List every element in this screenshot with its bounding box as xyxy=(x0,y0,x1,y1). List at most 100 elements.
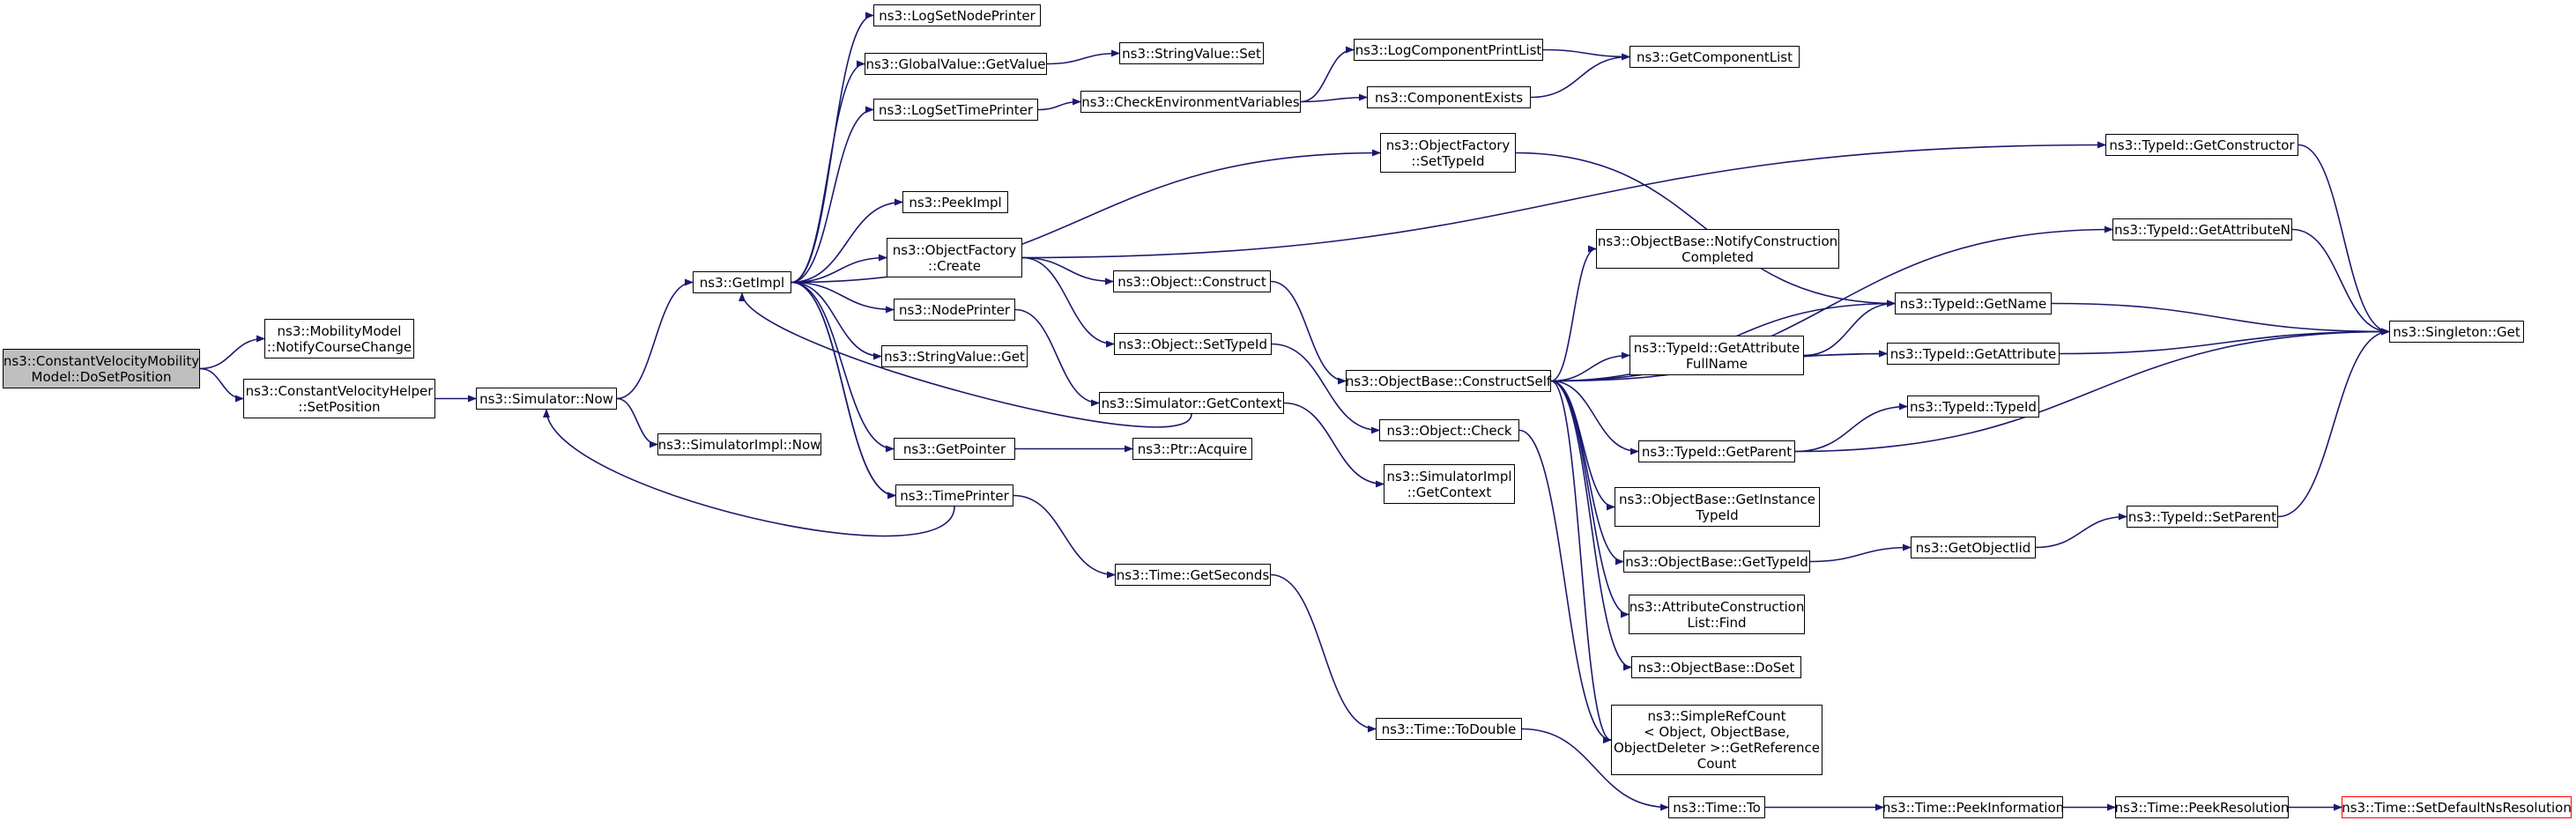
edge-nodeprinter-to-sim-getcontext xyxy=(1014,308,1100,407)
graph-node-ob-gettypeid[interactable]: ns3::ObjectBase::GetTypeId xyxy=(1623,551,1810,573)
graph-node-ob-notifycc[interactable]: ns3::ObjectBase::NotifyConstruction Comp… xyxy=(1596,229,1839,269)
edge-time-todouble-to-time-to xyxy=(1521,728,1669,811)
graph-node-of-settypeid[interactable]: ns3::ObjectFactory ::SetTypeId xyxy=(1380,133,1516,173)
edge-gv-getvalue-to-sv-set xyxy=(1046,49,1120,65)
graph-node-simimpl-now[interactable]: ns3::SimulatorImpl::Now xyxy=(657,433,821,455)
graph-node-time-peekinfo[interactable]: ns3::Time::PeekInformation xyxy=(1882,796,2064,818)
edge-getimpl-to-sv-get xyxy=(791,281,882,360)
edge-obj-settypeid-to-obj-check xyxy=(1271,343,1380,434)
graph-node-of-create[interactable]: ns3::ObjectFactory ::Create xyxy=(887,238,1022,277)
graph-node-tid-getattrfullname[interactable]: ns3::TypeId::GetAttribute FullName xyxy=(1629,336,1804,375)
edge-sim-now-to-getimpl xyxy=(616,278,694,400)
edge-getimpl-to-of-settypeid xyxy=(791,149,1381,284)
graph-node-gv-getvalue[interactable]: ns3::GlobalValue::GetValue xyxy=(865,53,1047,75)
edge-checkenv-to-logcompprint xyxy=(1300,46,1355,103)
graph-node-getcomplist[interactable]: ns3::GetComponentList xyxy=(1629,46,1800,68)
edge-tid-getname-to-singleton-get xyxy=(2051,302,2390,336)
graph-node-time-setdefaultnsres[interactable]: ns3::Time::SetDefaultNsResolution xyxy=(2342,796,2572,818)
edge-ob-constructself-to-ob-getinstancetid xyxy=(1550,380,1615,511)
graph-node-time-to[interactable]: ns3::Time::To xyxy=(1668,796,1765,818)
edge-tid-getconstructor-to-singleton-get xyxy=(2298,144,2390,336)
edge-of-create-to-obj-settypeid xyxy=(1021,256,1115,348)
graph-node-acl-find[interactable]: ns3::AttributeConstruction List::Find xyxy=(1629,595,1805,634)
graph-node-tid-setparent[interactable]: ns3::TypeId::SetParent xyxy=(2127,506,2278,528)
edge-tid-setparent-to-singleton-get xyxy=(2277,328,2390,518)
edge-compexists-to-getcomplist xyxy=(1530,53,1630,99)
graph-node-getpointer[interactable]: ns3::GetPointer xyxy=(894,438,1015,460)
graph-node-srefcount[interactable]: ns3::SimpleRefCount < Object, ObjectBase… xyxy=(1611,705,1823,775)
edge-ob-constructself-to-tid-getparent xyxy=(1550,380,1639,455)
graph-node-ob-doset[interactable]: ns3::ObjectBase::DoSet xyxy=(1631,656,1801,678)
edge-logcompprint-to-getcomplist xyxy=(1542,48,1630,61)
graph-node-sim-getcontext[interactable]: ns3::Simulator::GetContext xyxy=(1099,392,1284,414)
graph-node-getobjectiid[interactable]: ns3::GetObjectIid xyxy=(1911,536,2036,558)
graph-node-obj-settypeid[interactable]: ns3::Object::SetTypeId xyxy=(1114,333,1272,355)
graph-node-checkenv[interactable]: ns3::CheckEnvironmentVariables xyxy=(1080,91,1301,113)
edge-ob-constructself-to-ob-gettypeid xyxy=(1550,380,1624,566)
edge-of-create-to-tid-getconstructor xyxy=(1021,141,2106,259)
edge-of-settypeid-to-tid-getname xyxy=(1515,152,1896,307)
edge-ob-constructself-to-tid-getattrfullname xyxy=(1550,351,1630,382)
edge-tid-getparent-to-tid-typeid xyxy=(1794,403,1908,453)
edge-obj-check-to-srefcount xyxy=(1518,429,1612,743)
graph-node-time-todouble[interactable]: ns3::Time::ToDouble xyxy=(1376,718,1522,740)
edge-getimpl-to-gv-getvalue xyxy=(791,60,865,284)
graph-node-logcompprint[interactable]: ns3::LogComponentPrintList xyxy=(1354,39,1543,61)
edge-timeprinter-to-time-getseconds xyxy=(1013,494,1116,579)
edge-ob-constructself-to-ob-notifycc xyxy=(1550,245,1597,382)
graph-node-compexists[interactable]: ns3::ComponentExists xyxy=(1367,86,1531,108)
graph-node-obj-check[interactable]: ns3::Object::Check xyxy=(1379,419,1519,441)
edge-getimpl-to-timeprinter xyxy=(791,281,896,499)
edge-tid-getattribute-to-singleton-get xyxy=(2059,328,2390,355)
graph-node-ptr-acquire[interactable]: ns3::Ptr::Acquire xyxy=(1132,438,1252,460)
edge-ob-gettypeid-to-getobjectiid xyxy=(1809,543,1912,563)
edge-getimpl-to-of-create xyxy=(791,254,887,284)
graph-node-sv-set[interactable]: ns3::StringValue::Set xyxy=(1119,42,1264,64)
graph-node-sv-get[interactable]: ns3::StringValue::Get xyxy=(881,345,1028,367)
graph-node-timeprinter[interactable]: ns3::TimePrinter xyxy=(895,484,1013,506)
graph-node-mm-notify[interactable]: ns3::MobilityModel ::NotifyCourseChange xyxy=(264,319,414,359)
graph-node-obj-construct[interactable]: ns3::Object::Construct xyxy=(1113,270,1271,292)
edge-obj-construct-to-ob-constructself xyxy=(1270,280,1347,385)
edge-logsettime-to-checkenv xyxy=(1037,98,1081,111)
edge-tid-getattributen-to-singleton-get xyxy=(2291,228,2390,336)
edge-getimpl-to-peekimpl xyxy=(791,198,903,284)
graph-node-tid-getattributen[interactable]: ns3::TypeId::GetAttributeN xyxy=(2112,218,2292,240)
graph-node-logsetnode[interactable]: ns3::LogSetNodePrinter xyxy=(873,4,1041,26)
edge-time-getseconds-to-time-todouble xyxy=(1270,573,1377,733)
edge-ob-constructself-to-srefcount xyxy=(1550,380,1612,743)
edge-cvm-dosetpos-to-mm-notify xyxy=(199,335,265,370)
edge-sim-getcontext-to-simimpl-getcontext xyxy=(1283,402,1385,488)
graph-node-ob-getinstancetid[interactable]: ns3::ObjectBase::GetInstance TypeId xyxy=(1615,487,1820,527)
graph-node-getimpl[interactable]: ns3::GetImpl xyxy=(693,271,791,293)
graph-node-tid-getconstructor[interactable]: ns3::TypeId::GetConstructor xyxy=(2105,134,2298,156)
edge-checkenv-to-compexists xyxy=(1300,93,1368,103)
graph-node-cvh-setpos[interactable]: ns3::ConstantVelocityHelper ::SetPositio… xyxy=(243,379,435,418)
graph-node-tid-typeid[interactable]: ns3::TypeId::TypeId xyxy=(1907,396,2039,418)
graph-node-singleton-get[interactable]: ns3::Singleton::Get xyxy=(2389,321,2524,343)
graph-node-nodeprinter[interactable]: ns3::NodePrinter xyxy=(894,299,1015,321)
graph-node-time-getseconds[interactable]: ns3::Time::GetSeconds xyxy=(1115,564,1271,586)
edge-timeprinter-to-sim-now xyxy=(543,409,955,537)
graph-node-simimpl-getcontext[interactable]: ns3::SimulatorImpl ::GetContext xyxy=(1384,464,1515,504)
edge-tid-getattrfullname-to-tid-getname xyxy=(1803,299,1896,357)
graph-node-peekimpl[interactable]: ns3::PeekImpl xyxy=(902,191,1008,213)
graph-node-tid-getparent[interactable]: ns3::TypeId::GetParent xyxy=(1638,440,1795,462)
edge-getimpl-to-logsettime xyxy=(791,106,874,284)
edge-cvm-dosetpos-to-cvh-setpos xyxy=(199,367,244,403)
graph-node-tid-getattribute[interactable]: ns3::TypeId::GetAttribute xyxy=(1887,343,2060,365)
graph-node-time-peekres[interactable]: ns3::Time::PeekResolution xyxy=(2115,796,2289,818)
graph-node-ob-constructself[interactable]: ns3::ObjectBase::ConstructSelf xyxy=(1346,370,1551,392)
graph-node-cvm-dosetpos[interactable]: ns3::ConstantVelocityMobility Model::DoS… xyxy=(3,349,200,388)
edge-sim-now-to-simimpl-now xyxy=(616,397,658,448)
graph-node-tid-getname[interactable]: ns3::TypeId::GetName xyxy=(1895,292,2052,314)
edge-getobjectiid-to-tid-setparent xyxy=(2035,513,2127,549)
edge-ob-constructself-to-ob-doset xyxy=(1550,380,1632,671)
graph-node-sim-now[interactable]: ns3::Simulator::Now xyxy=(476,388,617,410)
edge-of-create-to-obj-construct xyxy=(1021,256,1114,285)
edge-sim-getcontext-to-getimpl xyxy=(739,292,1192,428)
graph-node-logsettime[interactable]: ns3::LogSetTimePrinter xyxy=(873,99,1038,121)
edge-getimpl-to-getpointer xyxy=(791,281,895,453)
edge-getimpl-to-nodeprinter xyxy=(791,281,895,314)
edge-tid-getattrfullname-to-tid-getattribute xyxy=(1803,350,1888,358)
